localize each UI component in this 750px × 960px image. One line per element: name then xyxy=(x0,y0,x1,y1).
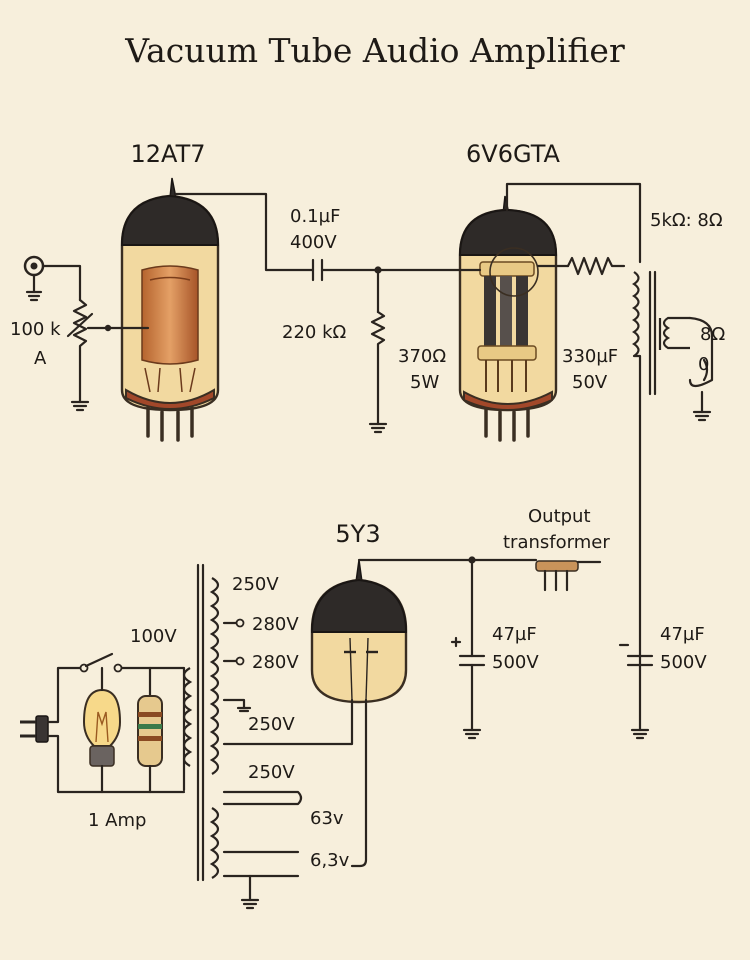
tap-label-6: 63v xyxy=(310,808,344,829)
tap-label-5: 250V xyxy=(248,762,295,783)
filter-cap-2-value: 47µF xyxy=(660,624,705,645)
speaker-secondary xyxy=(658,316,714,422)
filter-cap-1-voltage: 500V xyxy=(492,652,539,673)
tube-5y3 xyxy=(310,559,408,704)
tube-12at7-label: 12AT7 xyxy=(130,140,205,168)
mains-voltage-label: 100V xyxy=(130,626,177,647)
tube-6v6gta-label: 6V6GTA xyxy=(466,140,560,168)
cathode-cap-voltage: 50V xyxy=(572,372,608,393)
grid-resistor xyxy=(370,310,386,426)
pot-taper-label: A xyxy=(34,348,47,369)
speaker-secondary-label: 0 xyxy=(698,354,709,375)
tap-label-7: 6,3v xyxy=(310,850,350,871)
cathode-resistor-value: 370Ω xyxy=(398,346,446,367)
tap-label-3: 280V xyxy=(252,652,299,673)
filter-cap-2-voltage: 500V xyxy=(660,652,707,673)
tap-label-2: 280V xyxy=(252,614,299,635)
output-transformer-label-1: Output xyxy=(528,506,591,527)
mains-plug xyxy=(20,715,49,743)
tube-5y3-label: 5Y3 xyxy=(335,520,380,548)
power-switch xyxy=(46,652,186,792)
grid-resistor-label: 220 kΩ xyxy=(282,322,347,343)
cathode-cap-value: 330µF xyxy=(562,346,618,367)
tube-12at7 xyxy=(120,177,220,442)
tap-label-4: 250V xyxy=(248,714,295,735)
speaker-impedance-label: 8Ω xyxy=(700,324,725,345)
input-jack xyxy=(23,255,45,302)
filter-capacitor-2 xyxy=(618,643,654,740)
filter-cap-1-value: 47µF xyxy=(492,624,537,645)
cathode-resistor-watt: 5W xyxy=(410,372,439,393)
output-transformer-symbol xyxy=(535,560,579,592)
output-transformer-ratio: 5kΩ: 8Ω xyxy=(650,210,723,231)
coupling-cap-voltage: 400V xyxy=(290,232,337,253)
output-transformer-label-2: transformer xyxy=(503,532,610,553)
power-transformer xyxy=(182,563,220,882)
pot-value-label: 100 k xyxy=(10,319,61,340)
fuse-resistor xyxy=(137,666,163,794)
output-transformer-primary xyxy=(632,271,640,357)
pilot-lamp xyxy=(82,666,122,794)
coupling-capacitor xyxy=(311,258,324,282)
fuse-label: 1 Amp xyxy=(88,810,146,831)
filter-capacitor-1 xyxy=(450,558,486,740)
coupling-cap-value: 0.1µF xyxy=(290,206,340,227)
tap-label-1: 250V xyxy=(232,574,279,595)
diagram-title: Vacuum Tube Audio Amplifier xyxy=(124,31,625,70)
volume-potentiometer xyxy=(72,298,88,404)
tube-6v6gta xyxy=(458,195,558,442)
screen-resistor xyxy=(566,256,626,276)
